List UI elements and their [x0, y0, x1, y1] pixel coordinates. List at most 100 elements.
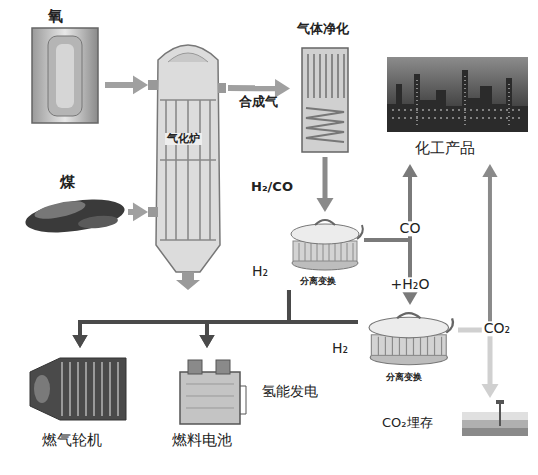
- slag-outlet-arrow: [176, 272, 200, 290]
- cell-box: [180, 372, 240, 424]
- purification-unit: [302, 48, 348, 152]
- node-label: 气化炉: [165, 133, 202, 145]
- co2-storage: [462, 400, 528, 436]
- flow-line: [207, 290, 289, 335]
- free-label: 氢能发电: [262, 384, 318, 399]
- plant-skyline: [387, 70, 528, 132]
- flow-line: [80, 290, 289, 335]
- gasifier-tubes: [166, 100, 210, 240]
- node-label: CO₂埋存: [382, 416, 433, 430]
- gasifier-nozzle: [148, 207, 158, 217]
- process-node: 气体净化: [290, 20, 365, 157]
- gasifier-dome: [168, 53, 208, 62]
- node-label: 化工产品: [415, 140, 475, 157]
- flow-connector: [199, 290, 289, 348]
- arrow-head: [402, 292, 417, 305]
- arrow-head: [199, 335, 214, 348]
- edge-label: H₂/CO: [249, 180, 295, 194]
- turbine-blades: [62, 362, 118, 416]
- vessel-inner: [56, 44, 74, 108]
- arrow-head: [199, 335, 214, 348]
- separation-unit: [291, 220, 363, 270]
- purifier-filter: [308, 54, 344, 98]
- flow-connector: [105, 76, 148, 95]
- arrow-head: [316, 198, 333, 212]
- process-node: 氧: [25, 5, 105, 127]
- fuel-cell: [180, 360, 246, 424]
- node-label: 煤: [60, 174, 75, 191]
- flow-line: [207, 322, 358, 335]
- injection-well: [499, 402, 501, 426]
- process-node: 燃气轮机: [20, 348, 135, 458]
- flow-line: [228, 85, 275, 91]
- flow-line: [322, 157, 327, 198]
- node-label: 燃料电池: [172, 432, 232, 449]
- flow-line: [105, 82, 133, 88]
- node-label: 氧: [48, 8, 63, 25]
- process-node: 分离变换: [282, 212, 364, 290]
- flow-connector: [458, 164, 498, 330]
- edge-label: 合成气: [237, 95, 280, 109]
- well-head: [496, 400, 504, 404]
- cell-terminal: [188, 360, 202, 374]
- gasifier-nozzle: [218, 83, 226, 93]
- chemical-plant-photo: [387, 57, 528, 132]
- unit-dish: [369, 317, 449, 338]
- edge-label: CO₂: [482, 321, 512, 336]
- separation-unit: [369, 313, 453, 365]
- edge-label: H₂: [330, 341, 350, 356]
- unit-pipe: [446, 318, 453, 332]
- coal-highlight: [77, 214, 118, 230]
- ground-layer: [462, 420, 528, 428]
- node-label: 分离变换: [386, 373, 422, 383]
- process-node: 燃料电池: [165, 348, 250, 458]
- unit-pipe: [357, 225, 363, 239]
- cell-terminal: [216, 360, 230, 374]
- flow-connector: [458, 330, 499, 398]
- edge-label: H₂: [250, 264, 270, 279]
- flow-connector: [364, 240, 418, 305]
- coal-highlight: [33, 198, 87, 223]
- unit-pipe: [397, 313, 420, 318]
- arrow-head: [133, 76, 148, 95]
- unit-pipe: [315, 220, 335, 225]
- plant-lights: [392, 110, 524, 118]
- flow-line: [458, 177, 490, 330]
- process-node: 煤: [22, 172, 128, 238]
- cell-wire: [240, 386, 246, 414]
- edge-label: +H₂O: [389, 277, 432, 292]
- plant-sky: [387, 57, 528, 132]
- gasifier-vessel: [148, 45, 226, 290]
- flow-connector: [128, 203, 148, 222]
- process-node: CO₂埋存: [375, 398, 533, 440]
- oxygen-vessel: [32, 28, 98, 123]
- unit-dish: [291, 224, 359, 244]
- purifier-coil: [306, 108, 344, 142]
- unit-bars: [378, 337, 441, 356]
- arrow-head: [72, 335, 87, 348]
- gasifier-shell: [156, 45, 220, 272]
- coal-lump: [23, 194, 126, 238]
- turbine-casing: [30, 358, 126, 420]
- vessel-core: [48, 36, 82, 116]
- turbine-inlet: [34, 375, 50, 403]
- flow-line: [458, 330, 490, 384]
- gas-turbine: [30, 358, 126, 420]
- edge-label: CO: [398, 221, 423, 236]
- process-node: 气化炉: [148, 38, 228, 293]
- node-label: 燃气轮机: [42, 432, 102, 449]
- arrow-head: [402, 164, 417, 177]
- process-node: 化工产品: [383, 52, 533, 164]
- plant-lights: [417, 76, 509, 128]
- arrow-head: [482, 164, 497, 177]
- coal-lumps: [23, 194, 126, 238]
- flow-connector: [316, 157, 333, 212]
- node-label: 分离变换: [300, 277, 336, 287]
- flow-connector: [72, 322, 358, 348]
- flow-line: [80, 322, 358, 335]
- gasifier-trays: [160, 100, 216, 240]
- ground-layer: [462, 412, 528, 420]
